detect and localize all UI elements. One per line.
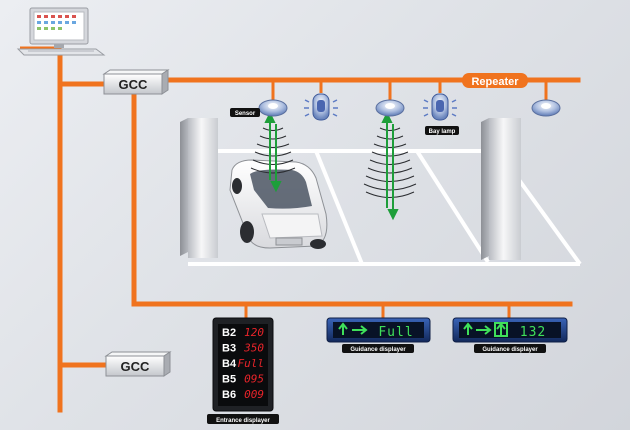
entrance-floor-label: B4 (222, 358, 237, 370)
gcc-controller-bottom: GCC (104, 351, 172, 377)
entrance-row: B3 350 (222, 342, 264, 355)
entrance-displayer-label: Entrance displayer (216, 418, 270, 424)
entrance-floor-label: B3 (222, 343, 236, 355)
repeater-label: Repeater (471, 76, 519, 88)
arrow-up-icon (494, 322, 508, 337)
parking-bay-lines (188, 149, 582, 266)
guidance-displayer-label: Guidance displayer (350, 347, 406, 353)
entrance-floor-label: B2 (222, 327, 236, 339)
entrance-space-count: 350 (243, 342, 264, 355)
pillar-left (180, 118, 218, 258)
bay-lamp-icon (423, 93, 457, 121)
arrow-up-icon (264, 111, 399, 221)
computer-icon (16, 7, 106, 56)
repeater-tag: Repeater (462, 73, 528, 88)
guidance-displayer-1: Full Guidance displayer (326, 317, 431, 353)
entrance-space-count: 095 (244, 373, 264, 386)
entrance-space-count: 120 (244, 326, 264, 339)
sensor-icon (258, 99, 288, 117)
repeater-icon (531, 99, 561, 117)
sensor-beam-right (363, 127, 417, 198)
arrow-right-icon (476, 325, 492, 335)
sensor-tag: Sensor (230, 108, 260, 117)
bay-lamp-label: Bay lamp (429, 129, 456, 135)
gcc-label: GCC (119, 77, 149, 92)
gcc-controller-top: GCC (102, 69, 170, 95)
bay-lamp-tag: Bay lamp (425, 126, 459, 135)
sensor-beam-left (250, 127, 296, 174)
gcc-label: GCC (121, 359, 151, 374)
sensor-icon (375, 99, 405, 117)
arrow-right-icon (352, 325, 368, 335)
entrance-floor-label: B5 (222, 374, 236, 386)
bay-lamp-icon (304, 93, 338, 121)
guidance-displayer-2: 132 Guidance displayer (452, 317, 568, 353)
entrance-space-count: 009 (244, 388, 264, 401)
entrance-row: B5 095 (222, 373, 264, 386)
sensor-label: Sensor (235, 111, 256, 117)
guidance-displayer-label: Guidance displayer (482, 347, 538, 353)
entrance-row: B2 120 (222, 326, 264, 339)
car-icon (229, 159, 328, 249)
arrow-up-icon (338, 322, 348, 335)
entrance-space-count: Full (238, 357, 265, 370)
guidance-display-text: 132 (520, 325, 546, 340)
pillar-right (481, 118, 521, 260)
entrance-row: B6 009 (222, 388, 264, 401)
arrow-up-icon (463, 322, 473, 335)
entrance-floor-label: B6 (222, 389, 236, 401)
guidance-display-text: Full (378, 325, 413, 340)
